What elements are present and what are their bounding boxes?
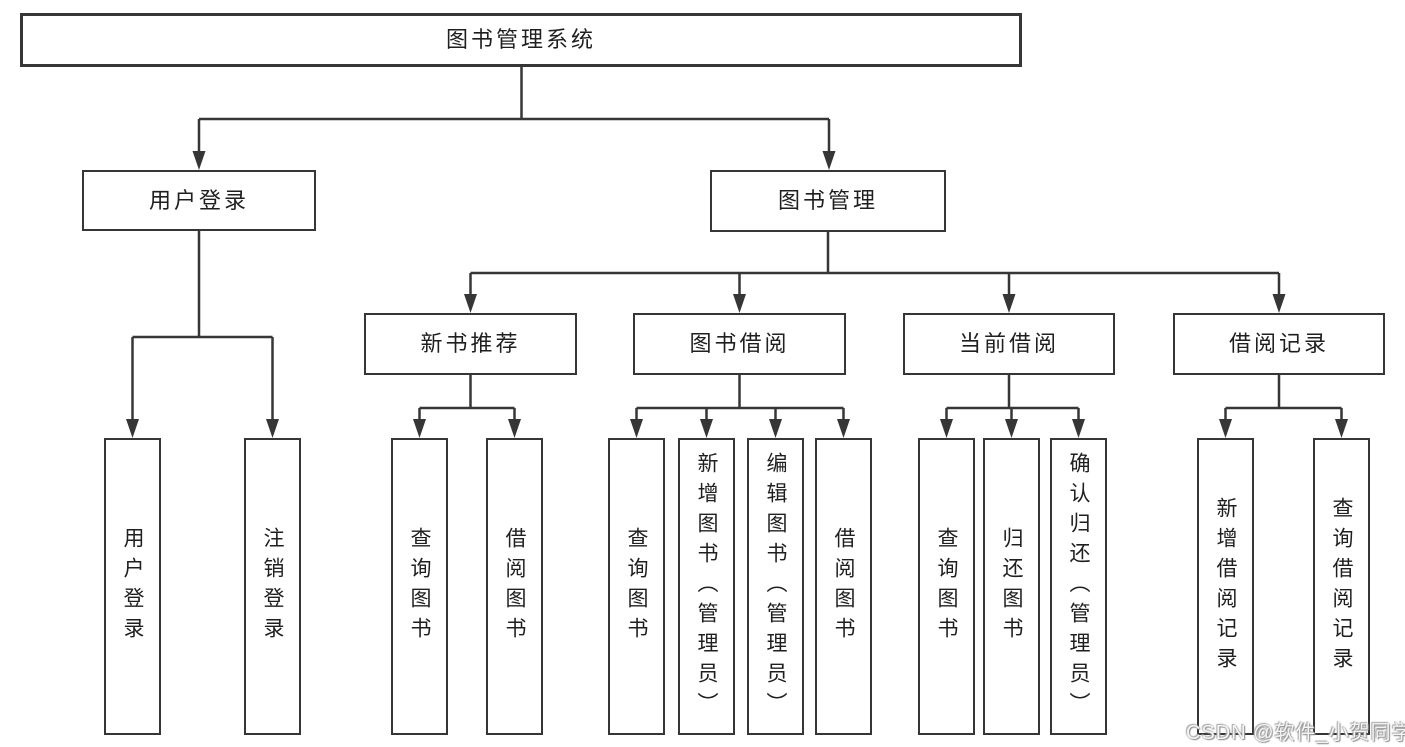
node-root: 图书管理系统	[20, 13, 1022, 67]
node-book-borrow: 图书借阅	[633, 313, 846, 375]
node-book-borrow-label: 图书借阅	[689, 331, 790, 356]
arrowhead	[769, 419, 782, 438]
arrowhead	[733, 294, 746, 313]
arrowhead	[1335, 419, 1348, 438]
node-new-book-recommend-label: 新书推荐	[420, 331, 521, 356]
connector-user-login-branch	[131, 231, 274, 421]
leaf-confirm-return-admin: 确认归还（管理员）	[1050, 438, 1107, 735]
arrowheads	[126, 151, 1348, 438]
leaf-edit-books-admin-label: 编辑图书（管理员）	[764, 451, 787, 722]
leaf-query-books-borrow-label: 查询图书	[625, 526, 648, 647]
leaf-query-books-current: 查询图书	[918, 438, 975, 735]
leaf-query-books-recommend: 查询图书	[391, 438, 448, 735]
connector-borrow-records	[1224, 375, 1343, 421]
leaf-logout: 注销登录	[244, 438, 301, 735]
leaf-user-login-label: 用户登录	[121, 526, 144, 647]
arrowhead	[266, 419, 279, 438]
leaf-borrow-books-label: 借阅图书	[832, 526, 855, 647]
arrowhead	[940, 419, 953, 438]
leaf-return-books: 归还图书	[983, 438, 1040, 735]
arrowhead	[1219, 419, 1232, 438]
node-book-management-label: 图书管理	[777, 188, 878, 213]
node-current-borrow: 当前借阅	[903, 313, 1115, 375]
arrowhead	[508, 419, 521, 438]
leaf-borrow-books-recommend: 借阅图书	[486, 438, 543, 735]
arrowhead	[700, 419, 713, 438]
node-borrow-records-label: 借阅记录	[1228, 331, 1329, 356]
node-user-login-branch: 用户登录	[82, 170, 316, 231]
arrowhead	[1005, 419, 1018, 438]
leaf-query-books-current-label: 查询图书	[935, 526, 958, 647]
arrowhead	[837, 419, 850, 438]
leaf-query-borrow-record-label: 查询借阅记录	[1330, 496, 1353, 677]
leaf-user-login: 用户登录	[104, 438, 161, 735]
arrowhead	[630, 419, 643, 438]
leaf-add-books-admin-label: 新增图书（管理员）	[695, 451, 718, 722]
leaf-logout-label: 注销登录	[261, 526, 284, 647]
node-root-label: 图书管理系统	[445, 27, 596, 52]
arrowhead	[1072, 419, 1085, 438]
leaf-borrow-books: 借阅图书	[815, 438, 872, 735]
leaf-edit-books-admin: 编辑图书（管理员）	[747, 438, 804, 735]
connector-current-borrow	[945, 375, 1080, 421]
arrowhead	[1272, 294, 1286, 313]
leaf-add-books-admin: 新增图书（管理员）	[678, 438, 735, 735]
leaf-query-books-recommend-label: 查询图书	[408, 526, 431, 647]
node-book-management: 图书管理	[710, 170, 946, 232]
leaf-add-borrow-record: 新增借阅记录	[1197, 438, 1254, 735]
connector-book-management-branch	[469, 232, 1281, 296]
leaf-return-books-label: 归还图书	[1000, 526, 1023, 647]
arrowhead	[822, 151, 836, 170]
arrowhead	[464, 294, 477, 313]
node-new-book-recommend: 新书推荐	[364, 313, 577, 375]
node-borrow-records: 借阅记录	[1173, 313, 1385, 375]
node-current-borrow-label: 当前借阅	[958, 331, 1059, 356]
connector-book-borrow	[635, 375, 845, 421]
arrowhead	[126, 419, 139, 438]
connector-new-book-recommend	[418, 375, 516, 421]
leaf-borrow-books-recommend-label: 借阅图书	[503, 526, 526, 647]
connector-root-to-level2	[197, 66, 831, 153]
leaf-confirm-return-admin-label: 确认归还（管理员）	[1067, 451, 1090, 722]
arrowhead	[413, 419, 426, 438]
leaf-query-borrow-record: 查询借阅记录	[1313, 438, 1370, 735]
node-user-login-branch-label: 用户登录	[148, 187, 249, 213]
leaf-add-borrow-record-label: 新增借阅记录	[1214, 496, 1237, 677]
leaf-query-books-borrow: 查询图书	[608, 438, 665, 735]
arrowhead	[192, 151, 206, 170]
csdn-watermark: CSDN @软件_小贺同学	[1186, 722, 1405, 744]
arrowhead	[1002, 294, 1016, 313]
